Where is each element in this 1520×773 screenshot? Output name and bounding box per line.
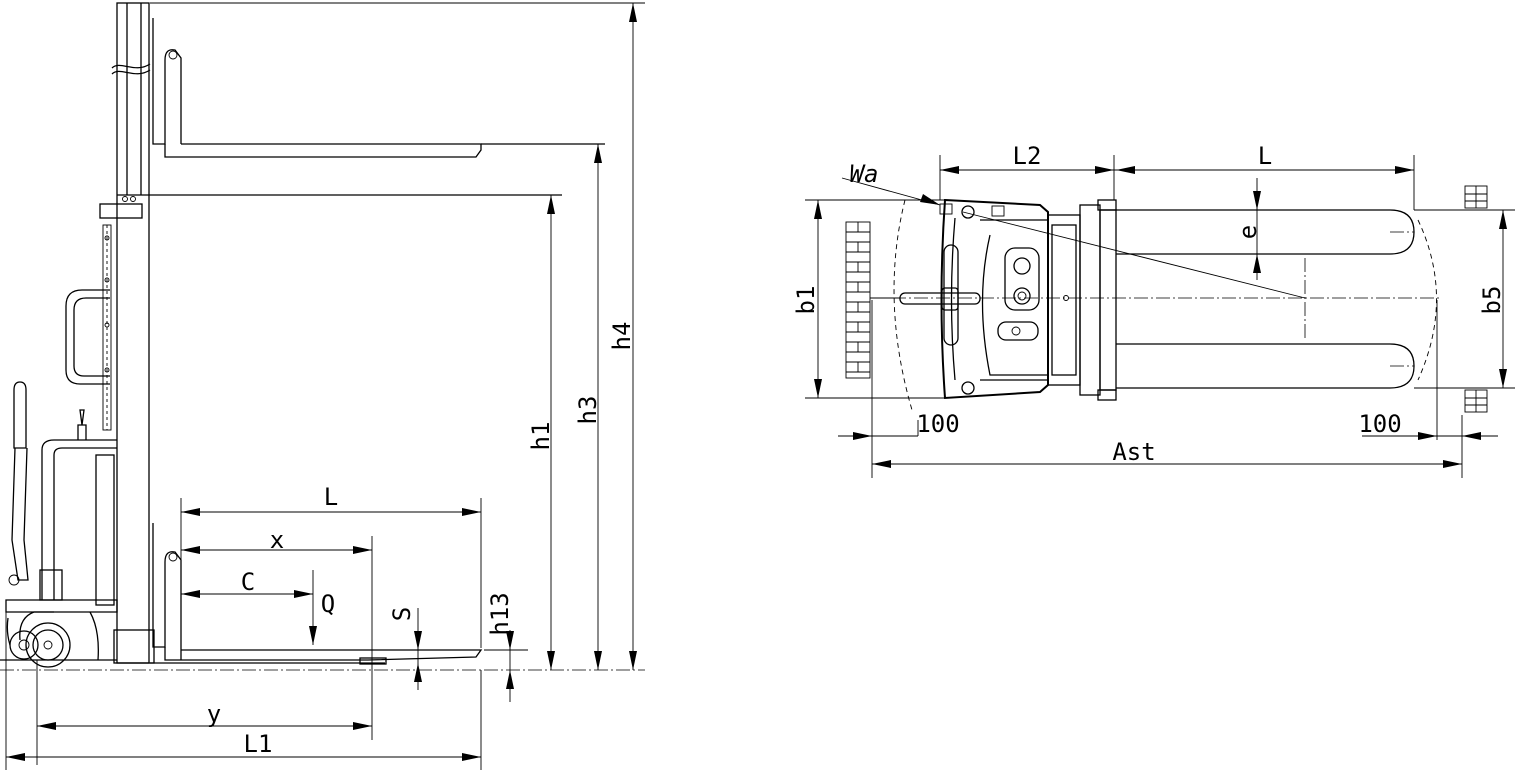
dim-label-h13: h13 [486, 592, 514, 635]
mast-chain [102, 224, 112, 431]
dim-label-y: y [207, 700, 221, 728]
dim-label-L1: L1 [244, 730, 273, 758]
dim-label-e: e [1234, 225, 1262, 239]
tiller-top [870, 287, 981, 311]
truck-body-top [939, 198, 1117, 401]
dim-label-100-left: 100 [916, 410, 959, 438]
pallet-left [845, 221, 871, 379]
dim-label-x: x [270, 526, 284, 554]
pallet-right [1464, 185, 1488, 413]
mast [99, 2, 562, 664]
dim-label-h3: h3 [574, 396, 602, 425]
dim-label-h4: h4 [608, 322, 636, 351]
side-view: h4 h3 h1 L x C Q [0, 2, 645, 770]
truck-body [0, 409, 118, 661]
load-label-Q: Q [321, 590, 335, 618]
dim-label-S: S [388, 607, 416, 621]
steering-tiller [8, 381, 29, 586]
forks-top [1116, 209, 1415, 389]
dim-label-C: C [241, 568, 255, 596]
dim-label-b1: b1 [792, 286, 820, 315]
fork-lowered [150, 523, 483, 665]
tiller-handle [65, 289, 110, 385]
dim-label-L-side: L [324, 483, 338, 511]
top-view: Wa L2 L e b1 b5 [792, 142, 1515, 478]
dim-label-b5: b5 [1478, 286, 1506, 315]
turning-radius-arc [893, 199, 913, 411]
dim-label-100-right: 100 [1358, 410, 1401, 438]
dim-label-Ast: Ast [1112, 438, 1155, 466]
dim-label-L2: L2 [1013, 142, 1042, 170]
dim-label-h1: h1 [527, 422, 555, 451]
fork-raised [152, 18, 605, 158]
drive-wheel [6, 611, 71, 668]
dim-label-L-top: L [1258, 142, 1272, 170]
dim-label-Wa: Wa [850, 160, 879, 188]
